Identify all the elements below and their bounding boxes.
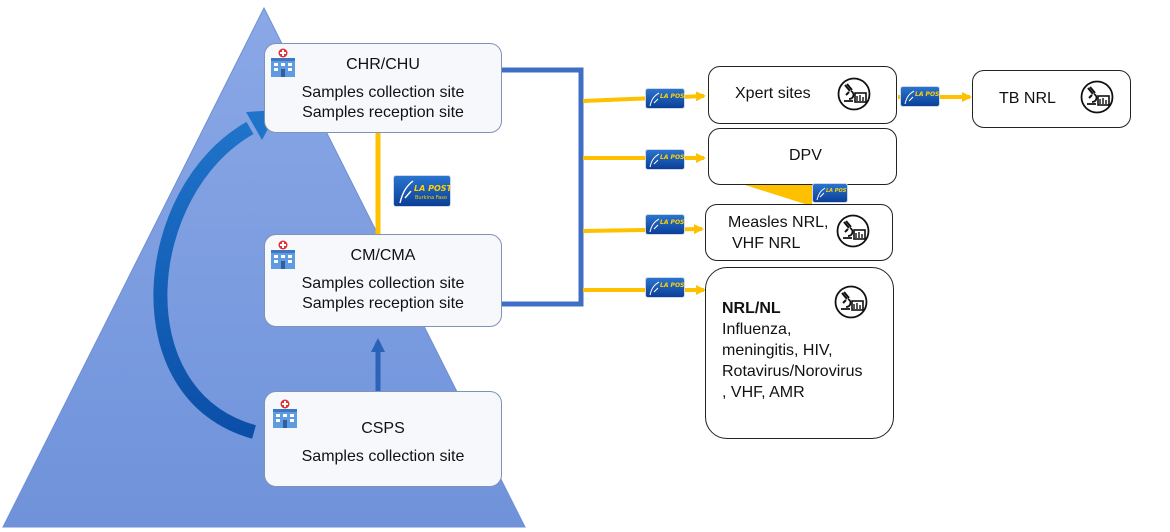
la-poste-text: LA POSTE — [660, 93, 685, 100]
la-poste-text: LA POSTE — [660, 282, 685, 289]
facility-line: Samples reception site — [302, 104, 464, 121]
la-poste-logo: LA POSTE — [645, 214, 685, 235]
la-poste-logo: LA POSTE — [645, 88, 685, 109]
lab-dpv: DPV — [708, 128, 897, 185]
dpv-measles-wedge — [745, 185, 812, 204]
microscope-icon — [837, 77, 871, 111]
facility-title: CM/CMA — [350, 247, 416, 264]
la-poste-logo: LA POSTE — [645, 149, 685, 170]
lab-label: Xpert sites — [735, 85, 811, 102]
lab-label: DPV — [789, 147, 822, 164]
la-poste-text: LA POSTE — [826, 188, 847, 194]
lab-line: , VHF, AMR — [722, 384, 805, 401]
facility-line: Samples collection site — [301, 275, 465, 292]
facility-line: Samples reception site — [302, 295, 464, 312]
microscope-icon — [834, 285, 868, 319]
facility-title: CSPS — [361, 420, 405, 437]
la-poste-logo: LA POSTE — [900, 86, 940, 107]
facility-title: CHR/CHU — [346, 56, 420, 73]
lab-label: TB NRL — [999, 90, 1056, 107]
facility-chr-chu: CHR/CHU Samples collection site Samples … — [264, 43, 502, 133]
la-poste-logo: LA POSTE — [645, 277, 685, 298]
la-poste-text: LA POSTE — [660, 219, 685, 226]
curved-arrow — [153, 121, 256, 439]
hospital-icon — [273, 399, 297, 428]
lab-line: Influenza, — [722, 321, 792, 338]
hospital-icon — [271, 48, 295, 77]
la-poste-logo: LA POSTE — [812, 183, 848, 203]
blue-bracket-connector — [502, 67, 584, 307]
la-poste-text: LA POSTE — [660, 154, 685, 161]
facility-cm-cma: CM/CMA Samples collection site Samples r… — [264, 234, 502, 327]
lab-tb-nrl: TB NRL — [972, 70, 1131, 128]
microscope-icon — [836, 214, 870, 248]
facility-line: Samples collection site — [301, 448, 465, 465]
la-poste-text: LA POSTE — [414, 184, 450, 193]
la-poste-logo-large: LA POSTE Burkina Faso — [393, 175, 451, 207]
lab-title: NRL/NL — [722, 300, 781, 317]
lab-line: Rotavirus/Norovirus — [722, 363, 863, 380]
lab-label: Measles NRL, — [728, 214, 829, 231]
facility-line: Samples collection site — [301, 84, 465, 101]
la-poste-subtext: Burkina Faso — [415, 195, 447, 201]
arrow-to-xpert — [582, 91, 706, 103]
lab-label: VHF NRL — [732, 235, 801, 252]
hospital-icon — [271, 240, 295, 269]
microscope-icon — [1080, 80, 1114, 114]
lab-line: meningitis, HIV, — [722, 342, 833, 359]
facility-csps: CSPS Samples collection site — [264, 391, 502, 487]
la-poste-text: LA POSTE — [915, 91, 940, 98]
